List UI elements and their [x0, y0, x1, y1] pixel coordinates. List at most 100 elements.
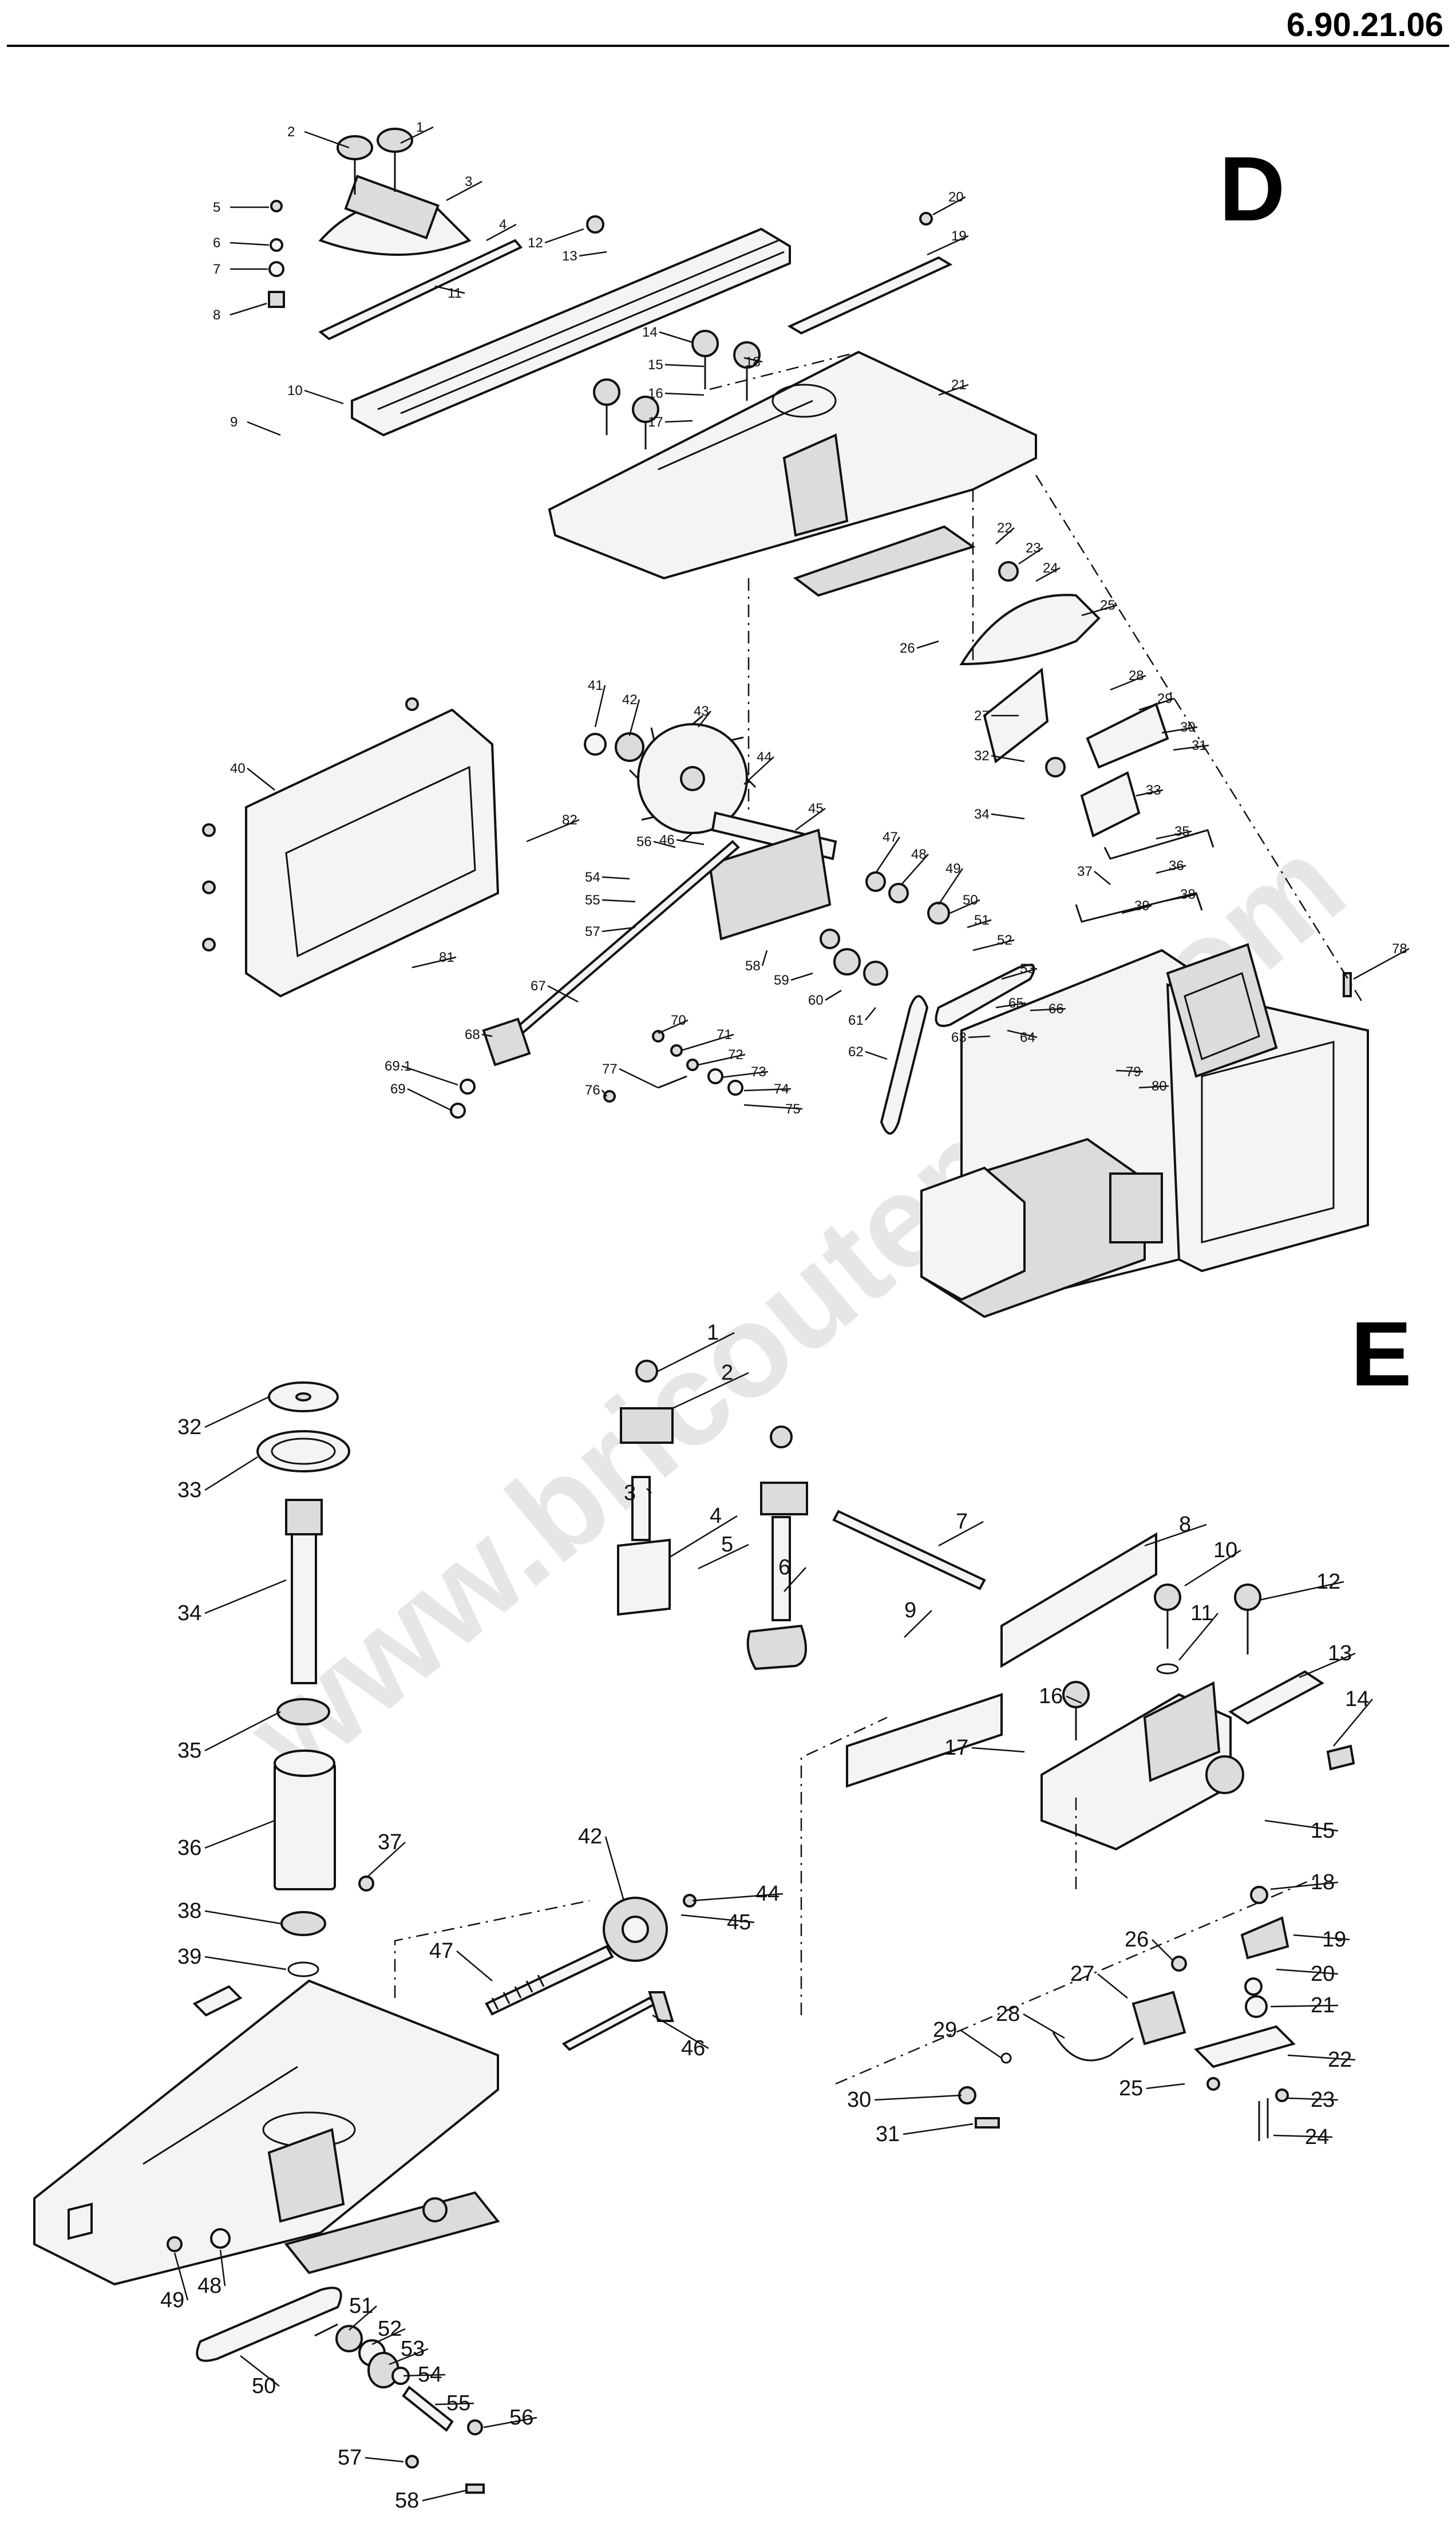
switch-panel — [920, 1166, 1026, 1301]
callout-label: 31 — [1192, 738, 1207, 753]
callout-leader — [680, 1914, 755, 1924]
miter-guide-bar — [318, 239, 523, 341]
callout-leader — [743, 1088, 792, 1092]
callout-label: 45 — [727, 1910, 751, 1934]
callout-leader — [204, 1579, 287, 1614]
callout-leader — [1270, 2004, 1339, 2008]
callout-leader — [544, 228, 584, 244]
callout-label: 15 — [648, 357, 663, 373]
callout-leader — [1156, 864, 1186, 874]
alignment-line — [394, 1900, 590, 1998]
miter-gauge-body — [344, 175, 440, 240]
callout-label: 6 — [778, 1555, 790, 1579]
callout-leader — [594, 685, 606, 728]
bearing — [280, 1911, 326, 1936]
callout-label: 51 — [974, 913, 990, 928]
callout-label: 65 — [1008, 996, 1024, 1011]
lever-rod — [561, 1996, 658, 2051]
alignment-line — [1035, 475, 1363, 1002]
pulley-assembly — [314, 2323, 485, 2494]
callout-label: 53 — [1020, 961, 1035, 977]
callout-leader — [204, 1956, 287, 1971]
callout-label: 39 — [1134, 898, 1150, 914]
callout-label: 3 — [624, 1481, 636, 1505]
callout-label: 10 — [1213, 1538, 1237, 1562]
arbor-bracket — [708, 828, 832, 941]
fence-block — [620, 1407, 674, 1444]
callout-label: 82 — [562, 812, 577, 828]
fence-foot — [746, 1624, 807, 1671]
callout-leader — [995, 1002, 1026, 1009]
callout-leader — [483, 2416, 537, 2429]
link-rod — [1103, 829, 1214, 860]
callout-leader — [1135, 789, 1164, 797]
callout-leader — [1018, 547, 1043, 565]
callout-leader — [204, 1396, 270, 1428]
dust-chute — [245, 708, 500, 998]
callout-label: 57 — [585, 924, 600, 939]
callout-label: 74 — [774, 1081, 789, 1097]
callout-leader — [401, 1065, 458, 1086]
callout-label: 63 — [951, 1030, 967, 1045]
callout-leader — [1001, 968, 1038, 980]
frame-bracket — [1166, 943, 1278, 1078]
table-support-right — [793, 525, 976, 597]
callout-label: 69.1 — [385, 1059, 412, 1074]
callout-leader — [1333, 1699, 1373, 1747]
callout-label: 52 — [378, 2317, 402, 2341]
callout-label: 17 — [648, 414, 663, 430]
callout-label: 75 — [785, 1101, 801, 1117]
callout-leader — [669, 1515, 738, 1558]
callout-leader — [230, 242, 270, 246]
callout-leader — [932, 196, 966, 216]
table-support-left — [782, 433, 849, 537]
callout-label: 81 — [439, 950, 454, 965]
callout-label: 42 — [578, 1825, 602, 1849]
fence-rod — [832, 1510, 986, 1590]
callout-label: 52 — [997, 933, 1012, 948]
callout-leader — [937, 868, 964, 905]
callout-label: 29 — [933, 2018, 957, 2042]
ring — [256, 1430, 350, 1472]
callout-label: 25 — [1100, 598, 1115, 613]
callout-leader — [692, 1893, 784, 1902]
section-e-drawing — [33, 1360, 1355, 2494]
callout-label: 26 — [900, 641, 915, 656]
callout-leader — [659, 331, 693, 343]
callout-label: 5 — [213, 200, 220, 215]
callout-label: 73 — [751, 1064, 766, 1080]
callout-leader — [790, 972, 813, 981]
callout-leader — [304, 389, 344, 405]
callout-label: 19 — [951, 228, 967, 244]
blade-guard — [959, 594, 1101, 666]
lead-screw — [485, 1945, 614, 2016]
callout-label: 2 — [287, 124, 295, 140]
callout-leader — [960, 2029, 1002, 2059]
callout-leader — [204, 1910, 281, 1925]
callout-leader — [698, 1053, 746, 1066]
callout-label: 71 — [717, 1027, 732, 1043]
callout-leader — [971, 1747, 1025, 1753]
callout-label: 11 — [448, 286, 462, 301]
callout-leader — [995, 527, 1015, 544]
table-slot — [658, 400, 813, 471]
callout-label: 61 — [848, 1013, 864, 1028]
callout-label: 27 — [1070, 1962, 1094, 1986]
callout-leader — [619, 1068, 659, 1089]
callout-label: 36 — [177, 1836, 201, 1860]
callout-leader — [1121, 905, 1152, 914]
callout-leader — [434, 285, 465, 294]
callout-leader — [204, 1819, 275, 1849]
callout-label: 23 — [1026, 540, 1041, 556]
callout-leader — [664, 420, 693, 423]
callout-label: 20 — [948, 189, 964, 205]
callout-leader — [601, 1089, 608, 1097]
callout-label: 79 — [1126, 1064, 1141, 1080]
callout-leader — [1152, 1939, 1174, 1961]
callout-leader — [874, 2094, 962, 2101]
callout-leader — [446, 180, 482, 202]
callout-leader — [743, 1104, 803, 1110]
callout-label: 43 — [694, 704, 709, 719]
callout-leader — [1138, 1085, 1169, 1089]
switch-cable — [1052, 2032, 1134, 2062]
